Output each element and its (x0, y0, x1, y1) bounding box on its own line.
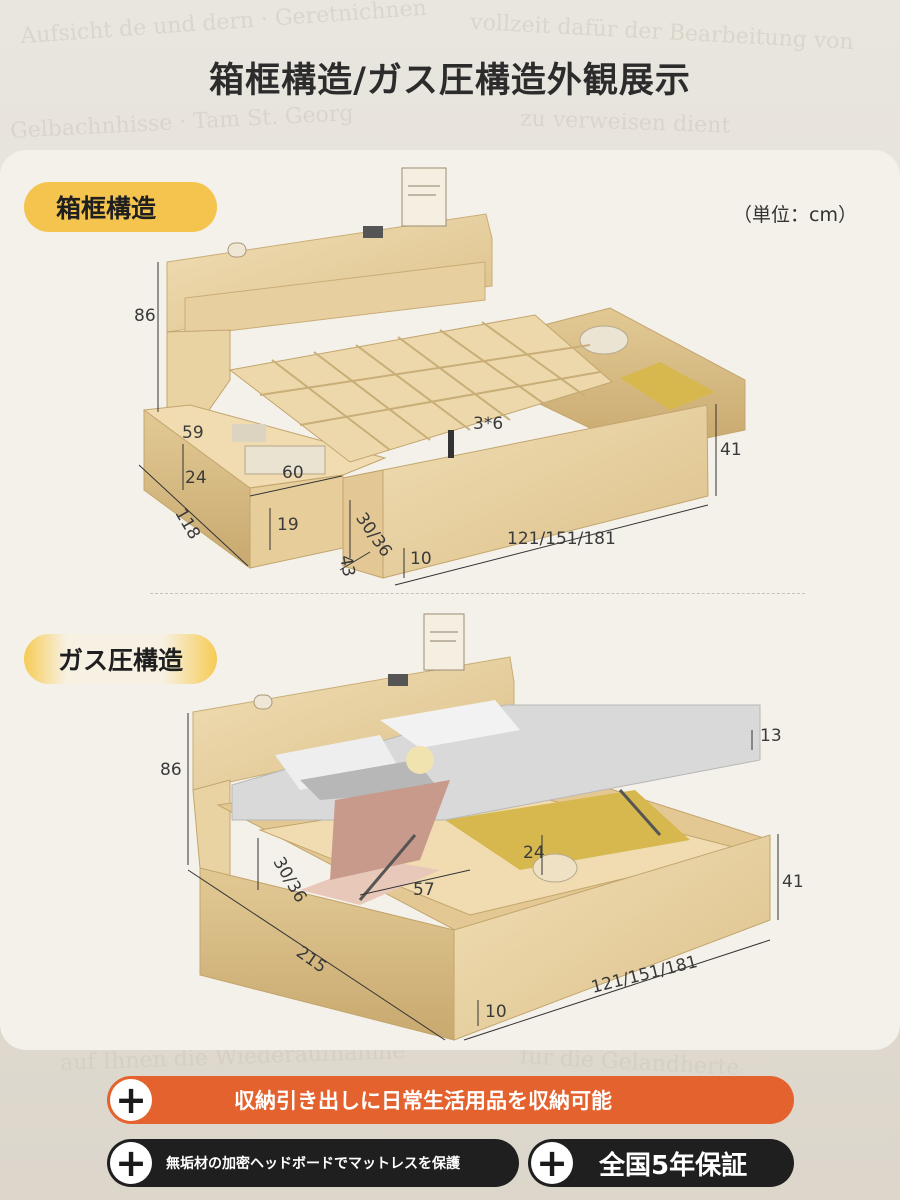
plus-icon: + (110, 1142, 152, 1184)
dim-lift: 13 (760, 726, 782, 746)
dim-drawer-depth: 59 (182, 423, 204, 443)
feature-text: 無垢材の加密ヘッドボードでマットレスを保護 (166, 1156, 460, 1172)
dim-height-2: 86 (160, 760, 182, 780)
plus-icon: + (531, 1142, 573, 1184)
page-title: 箱框構造/ガス圧構造外観展示 (209, 61, 691, 101)
box-structure-label: 箱框構造 (24, 182, 217, 232)
gas-structure-label: ガス圧構造 (24, 634, 217, 684)
gas-bed-illustration (187, 613, 779, 1041)
dim-compartment-width: 57 (413, 880, 435, 900)
book-icon (401, 167, 447, 227)
dim-slat: 3*6 (473, 414, 504, 434)
box-bed-illustration (138, 167, 746, 586)
dim-drawer-width: 60 (282, 463, 304, 483)
feature-bar-storage: + 収納引き出しに日常生活用品を収納可能 (107, 1076, 794, 1124)
dim-width: 121/151/181 (507, 529, 616, 549)
section-divider (150, 593, 805, 594)
dim-side-height: 41 (720, 440, 742, 460)
dim-leg: 10 (410, 549, 432, 569)
dim-compartment: 24 (523, 843, 545, 863)
feature-text: 収納引き出しに日常生活用品を収納可能 (234, 1089, 612, 1113)
dim-leg-2: 10 (485, 1002, 507, 1022)
dim-height: 86 (134, 306, 156, 326)
feature-text: 全国5年保証 (599, 1150, 748, 1181)
feature-bar-headboard: + 無垢材の加密ヘッドボードでマットレスを保護 (107, 1139, 519, 1187)
plus-icon: + (110, 1079, 152, 1121)
book-icon-2 (423, 613, 465, 671)
dim-drawer-height: 24 (185, 468, 207, 488)
feature-bar-warranty: + 全国5年保証 (528, 1139, 794, 1187)
dim-side-height-2: 41 (782, 872, 804, 892)
unit-label: （単位：cm） (733, 204, 857, 226)
dim-inner-height: 19 (277, 515, 299, 535)
dim-drawer-pull: 43 (335, 553, 359, 579)
